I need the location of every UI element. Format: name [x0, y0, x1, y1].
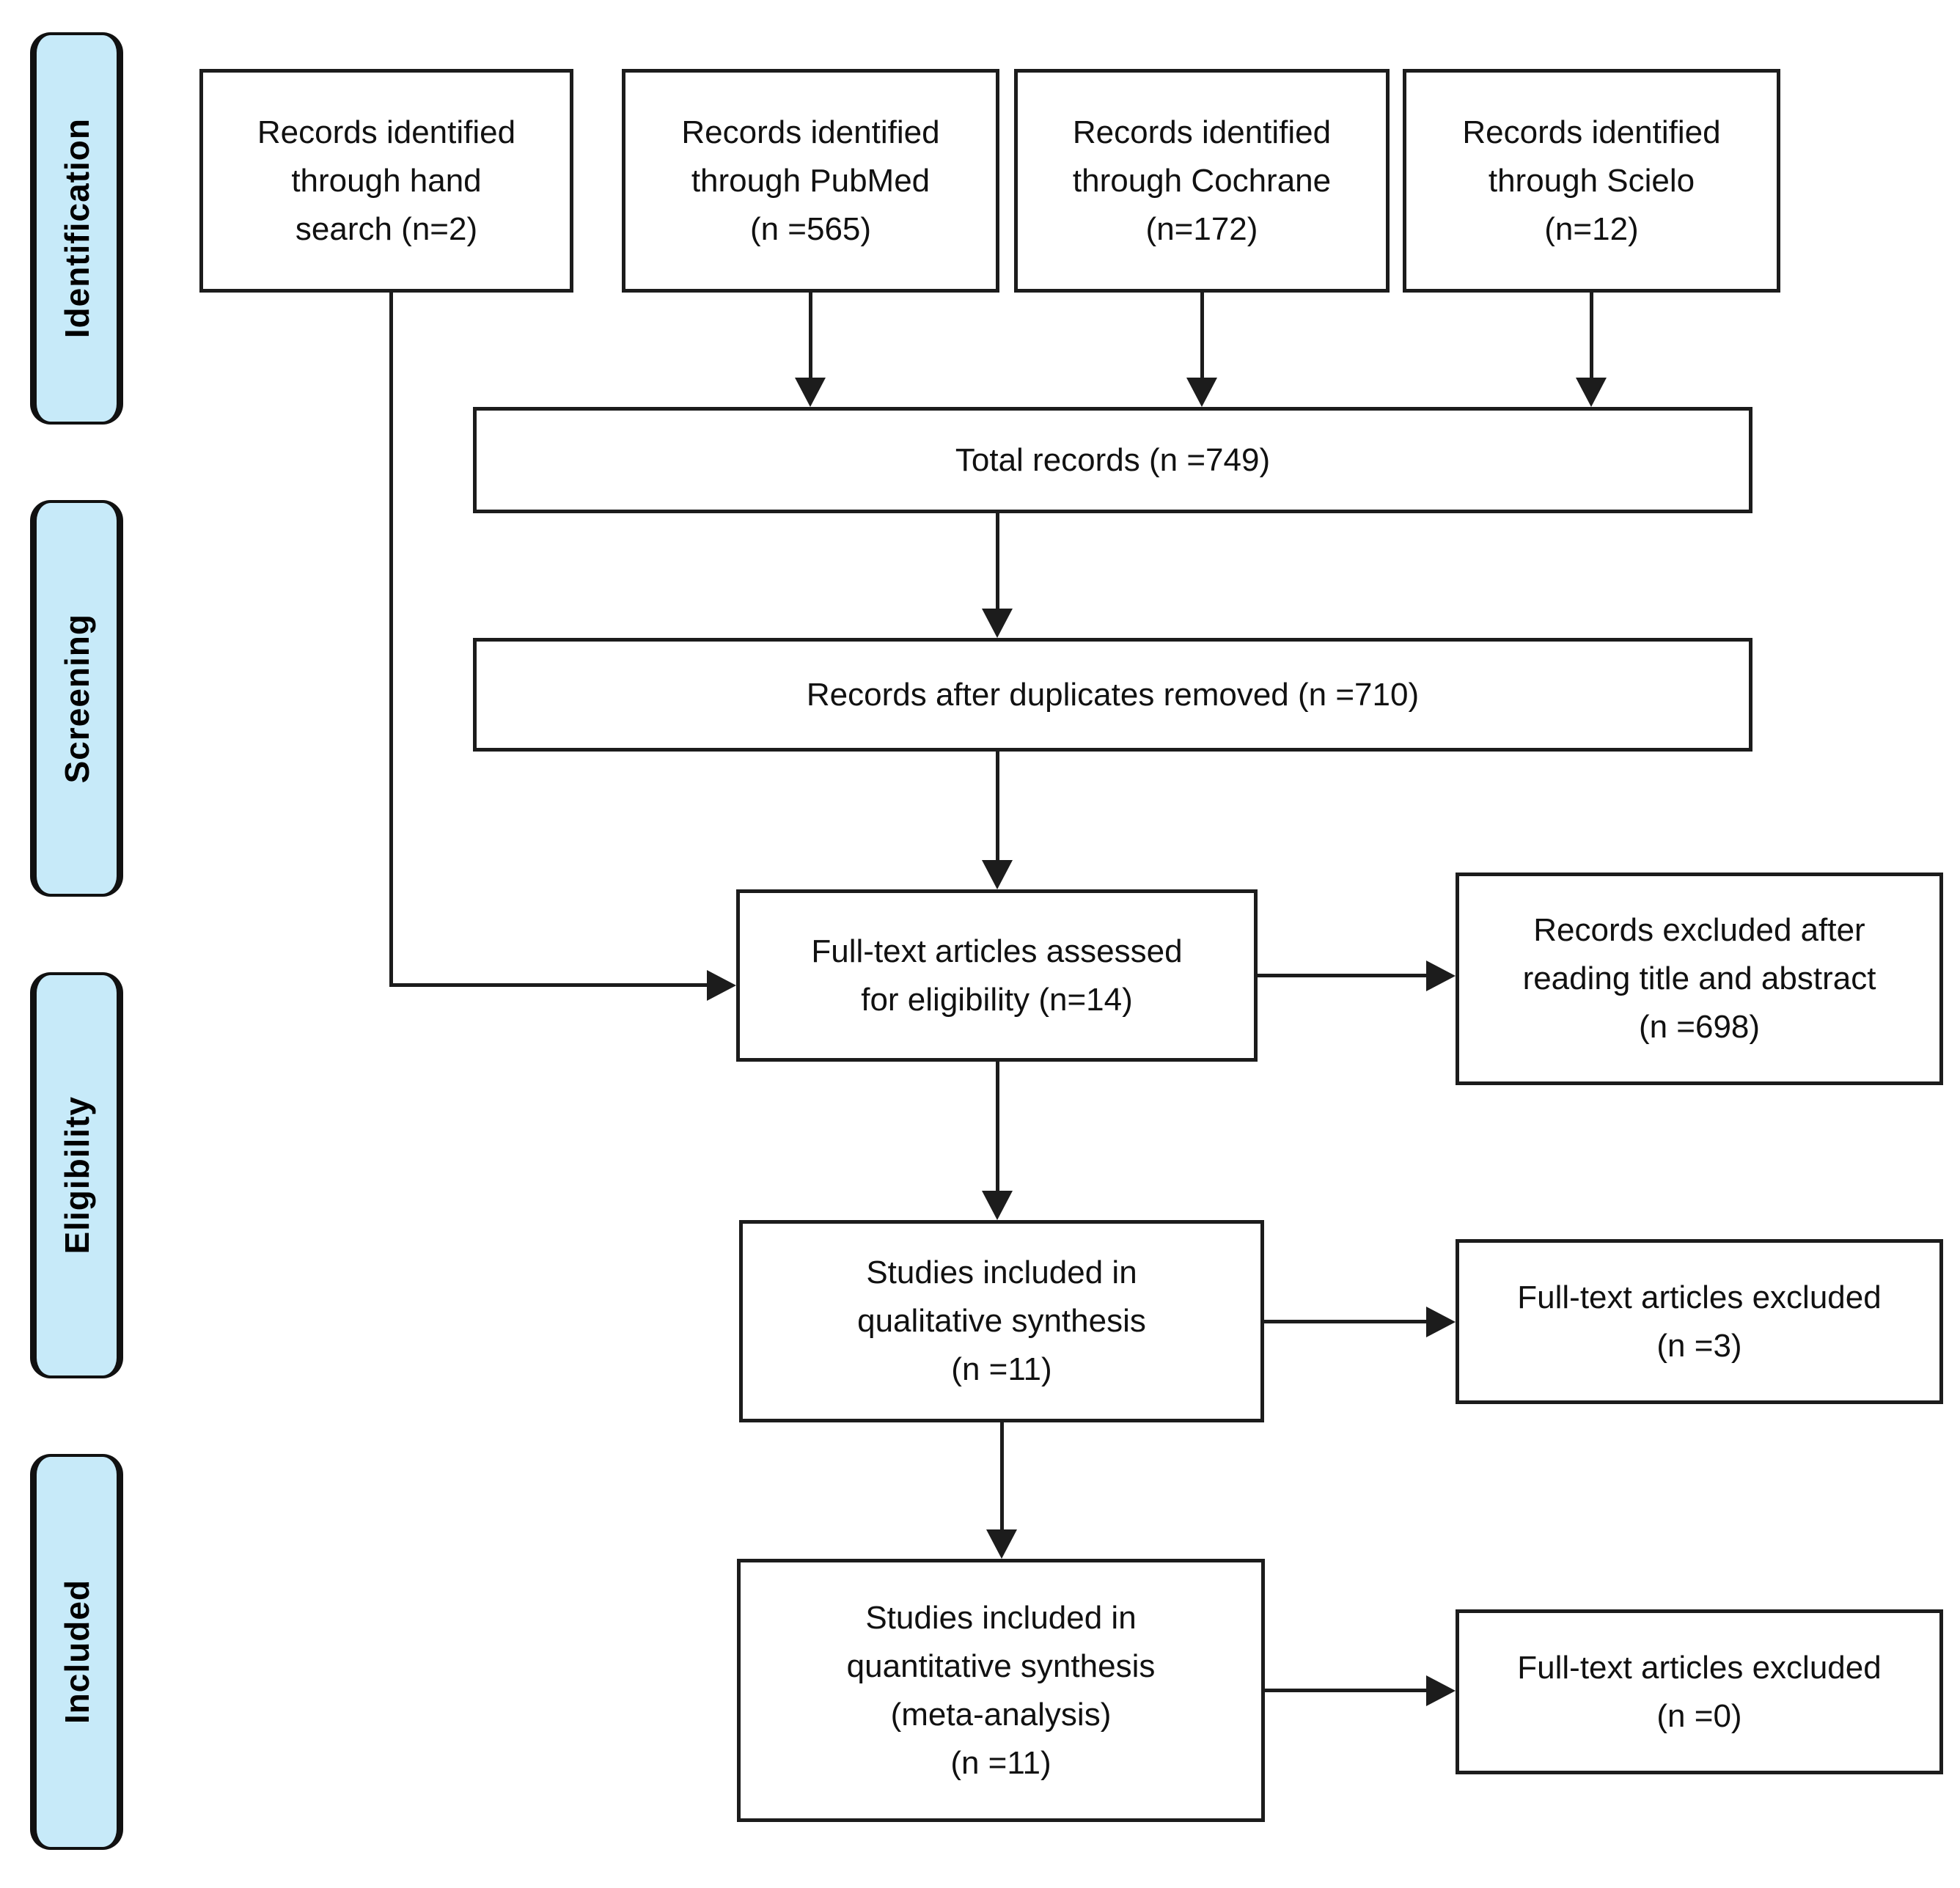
- stage-pill-included: Included: [30, 1454, 123, 1850]
- arrowhead-qualitative-to-quantitative: [986, 1529, 1017, 1559]
- box-hand-search-text: Records identified through hand search (…: [257, 114, 516, 247]
- box-full-text-assessed-text: Full-text articles assessed for eligibil…: [811, 933, 1183, 1018]
- box-full-text-excluded-0: Full-text articles excluded (n =0): [1456, 1609, 1943, 1774]
- arrowhead-scielo-to-total: [1576, 378, 1607, 407]
- box-excluded-title-abstract: Records excluded after reading title and…: [1456, 873, 1943, 1085]
- arrowhead-fulltext-to-excluded: [1426, 960, 1456, 991]
- box-pubmed-text: Records identified through PubMed (n =56…: [681, 114, 940, 247]
- box-pubmed: Records identified through PubMed (n =56…: [622, 69, 999, 293]
- stage-pill-identification: Identification: [30, 32, 123, 425]
- box-full-text-excluded-0-text: Full-text articles excluded (n =0): [1517, 1649, 1882, 1734]
- box-after-duplicates-text: Records after duplicates removed (n =710…: [806, 676, 1420, 713]
- box-full-text-excluded-3-text: Full-text articles excluded (n =3): [1517, 1279, 1882, 1364]
- box-after-duplicates: Records after duplicates removed (n =710…: [473, 638, 1752, 752]
- box-quantitative-synthesis-text: Studies included in quantitative synthes…: [846, 1599, 1156, 1781]
- box-scielo-text: Records identified through Scielo (n=12): [1462, 114, 1721, 247]
- connector-scielo-to-total: [1590, 293, 1593, 379]
- stage-label-eligibility: Eligibility: [57, 1096, 96, 1255]
- connector-pubmed-to-total: [809, 293, 812, 379]
- connector-duplicates-to-fulltext: [996, 752, 999, 862]
- arrowhead-qualitative-to-excluded3: [1426, 1307, 1456, 1337]
- connector-fulltext-to-excluded: [1258, 974, 1428, 977]
- connector-handsearch-elbow-horizontal: [389, 983, 710, 987]
- box-scielo: Records identified through Scielo (n=12): [1403, 69, 1780, 293]
- box-cochrane: Records identified through Cochrane (n=1…: [1014, 69, 1390, 293]
- connector-fulltext-to-qualitative: [996, 1062, 999, 1192]
- box-qualitative-synthesis-text: Studies included in qualitative synthesi…: [857, 1255, 1146, 1387]
- box-hand-search: Records identified through hand search (…: [199, 69, 573, 293]
- arrowhead-fulltext-to-qualitative: [982, 1191, 1013, 1220]
- arrowhead-handsearch-to-fulltext: [707, 970, 736, 1001]
- box-full-text-excluded-3: Full-text articles excluded (n =3): [1456, 1239, 1943, 1404]
- arrowhead-duplicates-to-fulltext: [982, 860, 1013, 889]
- box-excluded-title-abstract-text: Records excluded after reading title and…: [1522, 912, 1876, 1045]
- connector-cochrane-to-total: [1200, 293, 1204, 379]
- connector-qualitative-to-excluded3: [1264, 1320, 1428, 1323]
- arrowhead-pubmed-to-total: [795, 378, 826, 407]
- box-total-records: Total records (n =749): [473, 407, 1752, 513]
- arrowhead-total-to-duplicates: [982, 609, 1013, 638]
- stage-label-identification: Identification: [57, 118, 96, 339]
- box-quantitative-synthesis: Studies included in quantitative synthes…: [737, 1559, 1265, 1822]
- arrowhead-quantitative-to-excluded0: [1426, 1675, 1456, 1706]
- arrowhead-cochrane-to-total: [1186, 378, 1217, 407]
- connector-total-to-duplicates: [996, 513, 999, 610]
- box-total-records-text: Total records (n =749): [955, 441, 1271, 478]
- connector-quantitative-to-excluded0: [1265, 1689, 1428, 1692]
- box-qualitative-synthesis: Studies included in qualitative synthesi…: [739, 1220, 1264, 1422]
- stage-label-screening: Screening: [57, 613, 96, 784]
- stage-label-included: Included: [57, 1579, 96, 1724]
- box-cochrane-text: Records identified through Cochrane (n=1…: [1072, 114, 1332, 247]
- stage-pill-screening: Screening: [30, 500, 123, 897]
- connector-qualitative-to-quantitative: [1000, 1422, 1004, 1531]
- connector-handsearch-elbow-vertical: [389, 293, 393, 987]
- box-full-text-assessed: Full-text articles assessed for eligibil…: [736, 889, 1258, 1062]
- stage-pill-eligibility: Eligibility: [30, 972, 123, 1378]
